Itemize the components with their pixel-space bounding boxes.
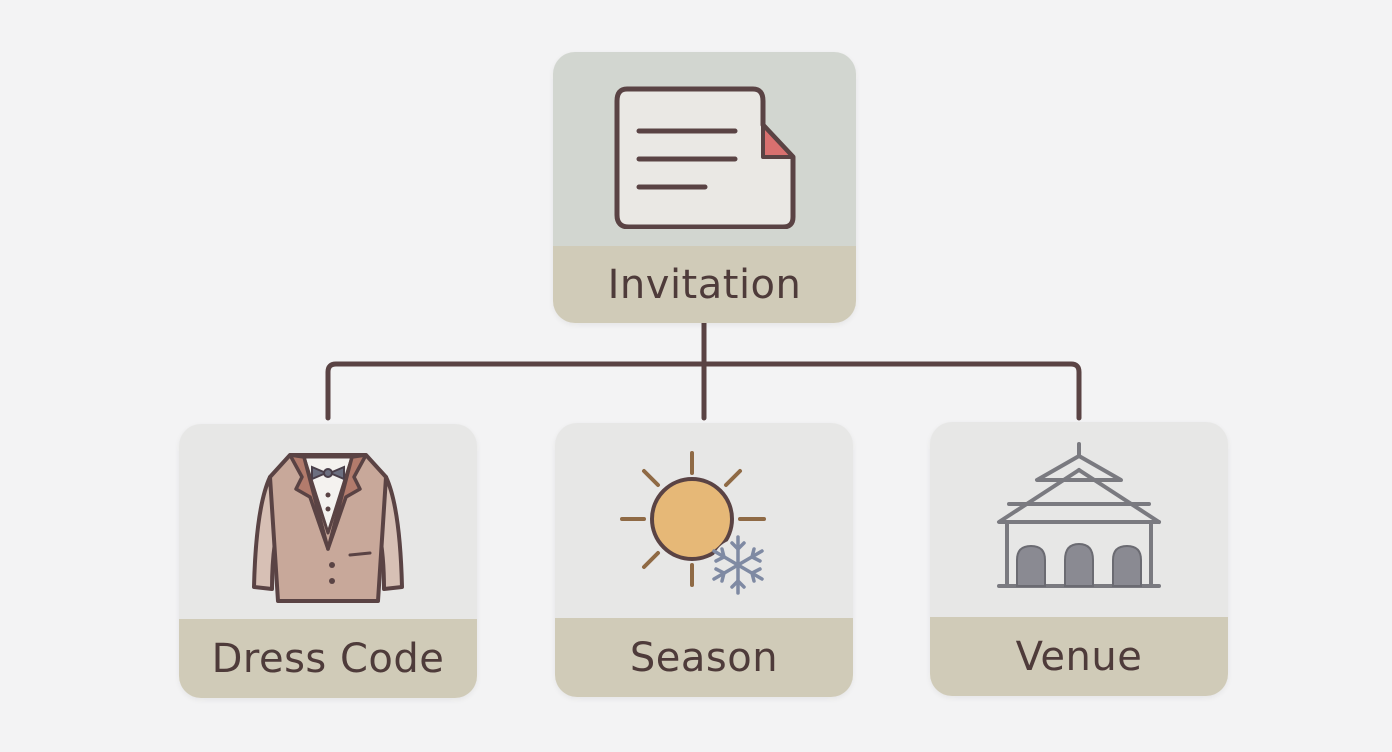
season-label: Season xyxy=(555,618,853,697)
building-icon xyxy=(997,441,1161,588)
venue-icon-area xyxy=(930,422,1228,617)
sun-snowflake-icon xyxy=(620,450,766,595)
invitation-label: Invitation xyxy=(553,246,856,323)
dress-code-icon-area xyxy=(179,424,477,619)
node-invitation: Invitation xyxy=(553,52,856,323)
node-dress-code: Dress Code xyxy=(179,424,477,698)
tuxedo-jacket-icon xyxy=(252,452,404,603)
venue-label: Venue xyxy=(930,617,1228,696)
node-venue: Venue xyxy=(930,422,1228,696)
document-icon xyxy=(614,86,795,229)
invitation-icon-area xyxy=(553,52,856,246)
node-season: Season xyxy=(555,423,853,697)
snowflake-icon xyxy=(712,534,764,595)
dress-code-label: Dress Code xyxy=(179,619,477,698)
connector-horizontal-bar xyxy=(325,361,1082,421)
season-icon-area xyxy=(555,423,853,618)
